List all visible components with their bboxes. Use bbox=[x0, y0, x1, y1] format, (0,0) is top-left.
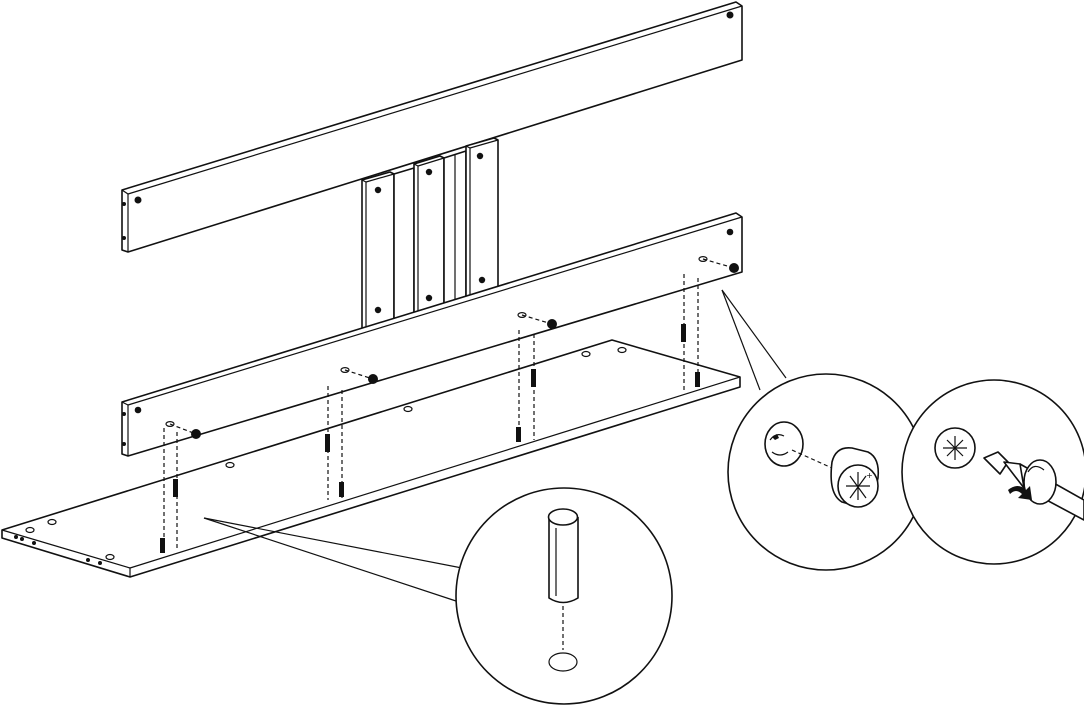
wooden-dowels bbox=[160, 274, 700, 553]
cam-lock-insertion-detail: + bbox=[721, 289, 925, 571]
bottom-rail bbox=[121, 212, 743, 457]
top-rail bbox=[121, 1, 743, 253]
base-panel bbox=[1, 339, 741, 578]
dowel-insertion-detail bbox=[203, 487, 673, 705]
cam-locks bbox=[169, 258, 739, 439]
cam-lock-tightening-detail bbox=[901, 379, 1084, 565]
screwdriver-icon bbox=[983, 451, 1084, 521]
svg-text:+: + bbox=[866, 471, 873, 480]
